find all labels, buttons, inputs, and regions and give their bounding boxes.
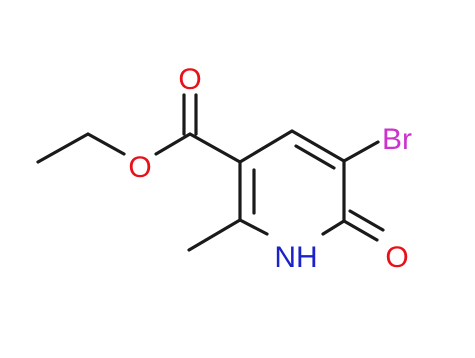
bond-keto-double-a bbox=[342, 219, 379, 242]
bond-c4-c5-inner bbox=[294, 144, 336, 170]
bond-o-carbonyl-c bbox=[154, 132, 192, 156]
bond-ch2-o bbox=[86, 132, 126, 156]
bromine-label: Br bbox=[382, 123, 412, 156]
bond-c4-c5 bbox=[290, 129, 346, 163]
bond-c5-br bbox=[342, 140, 380, 163]
bond-c6-n bbox=[321, 219, 346, 236]
bond-n-c2 bbox=[238, 218, 269, 236]
carbonyl-oxygen-label: O bbox=[178, 63, 201, 96]
bond-c3-c4 bbox=[238, 129, 294, 164]
keto-oxygen-label: O bbox=[385, 241, 408, 274]
bond-ch3-ch2 bbox=[36, 132, 90, 164]
bond-keto-double-b bbox=[348, 209, 385, 232]
bond-carbonyl-ring bbox=[188, 132, 242, 164]
nh-label: NH bbox=[274, 241, 317, 274]
bond-c2-methyl bbox=[187, 218, 242, 252]
ester-oxygen-label: O bbox=[128, 151, 151, 184]
